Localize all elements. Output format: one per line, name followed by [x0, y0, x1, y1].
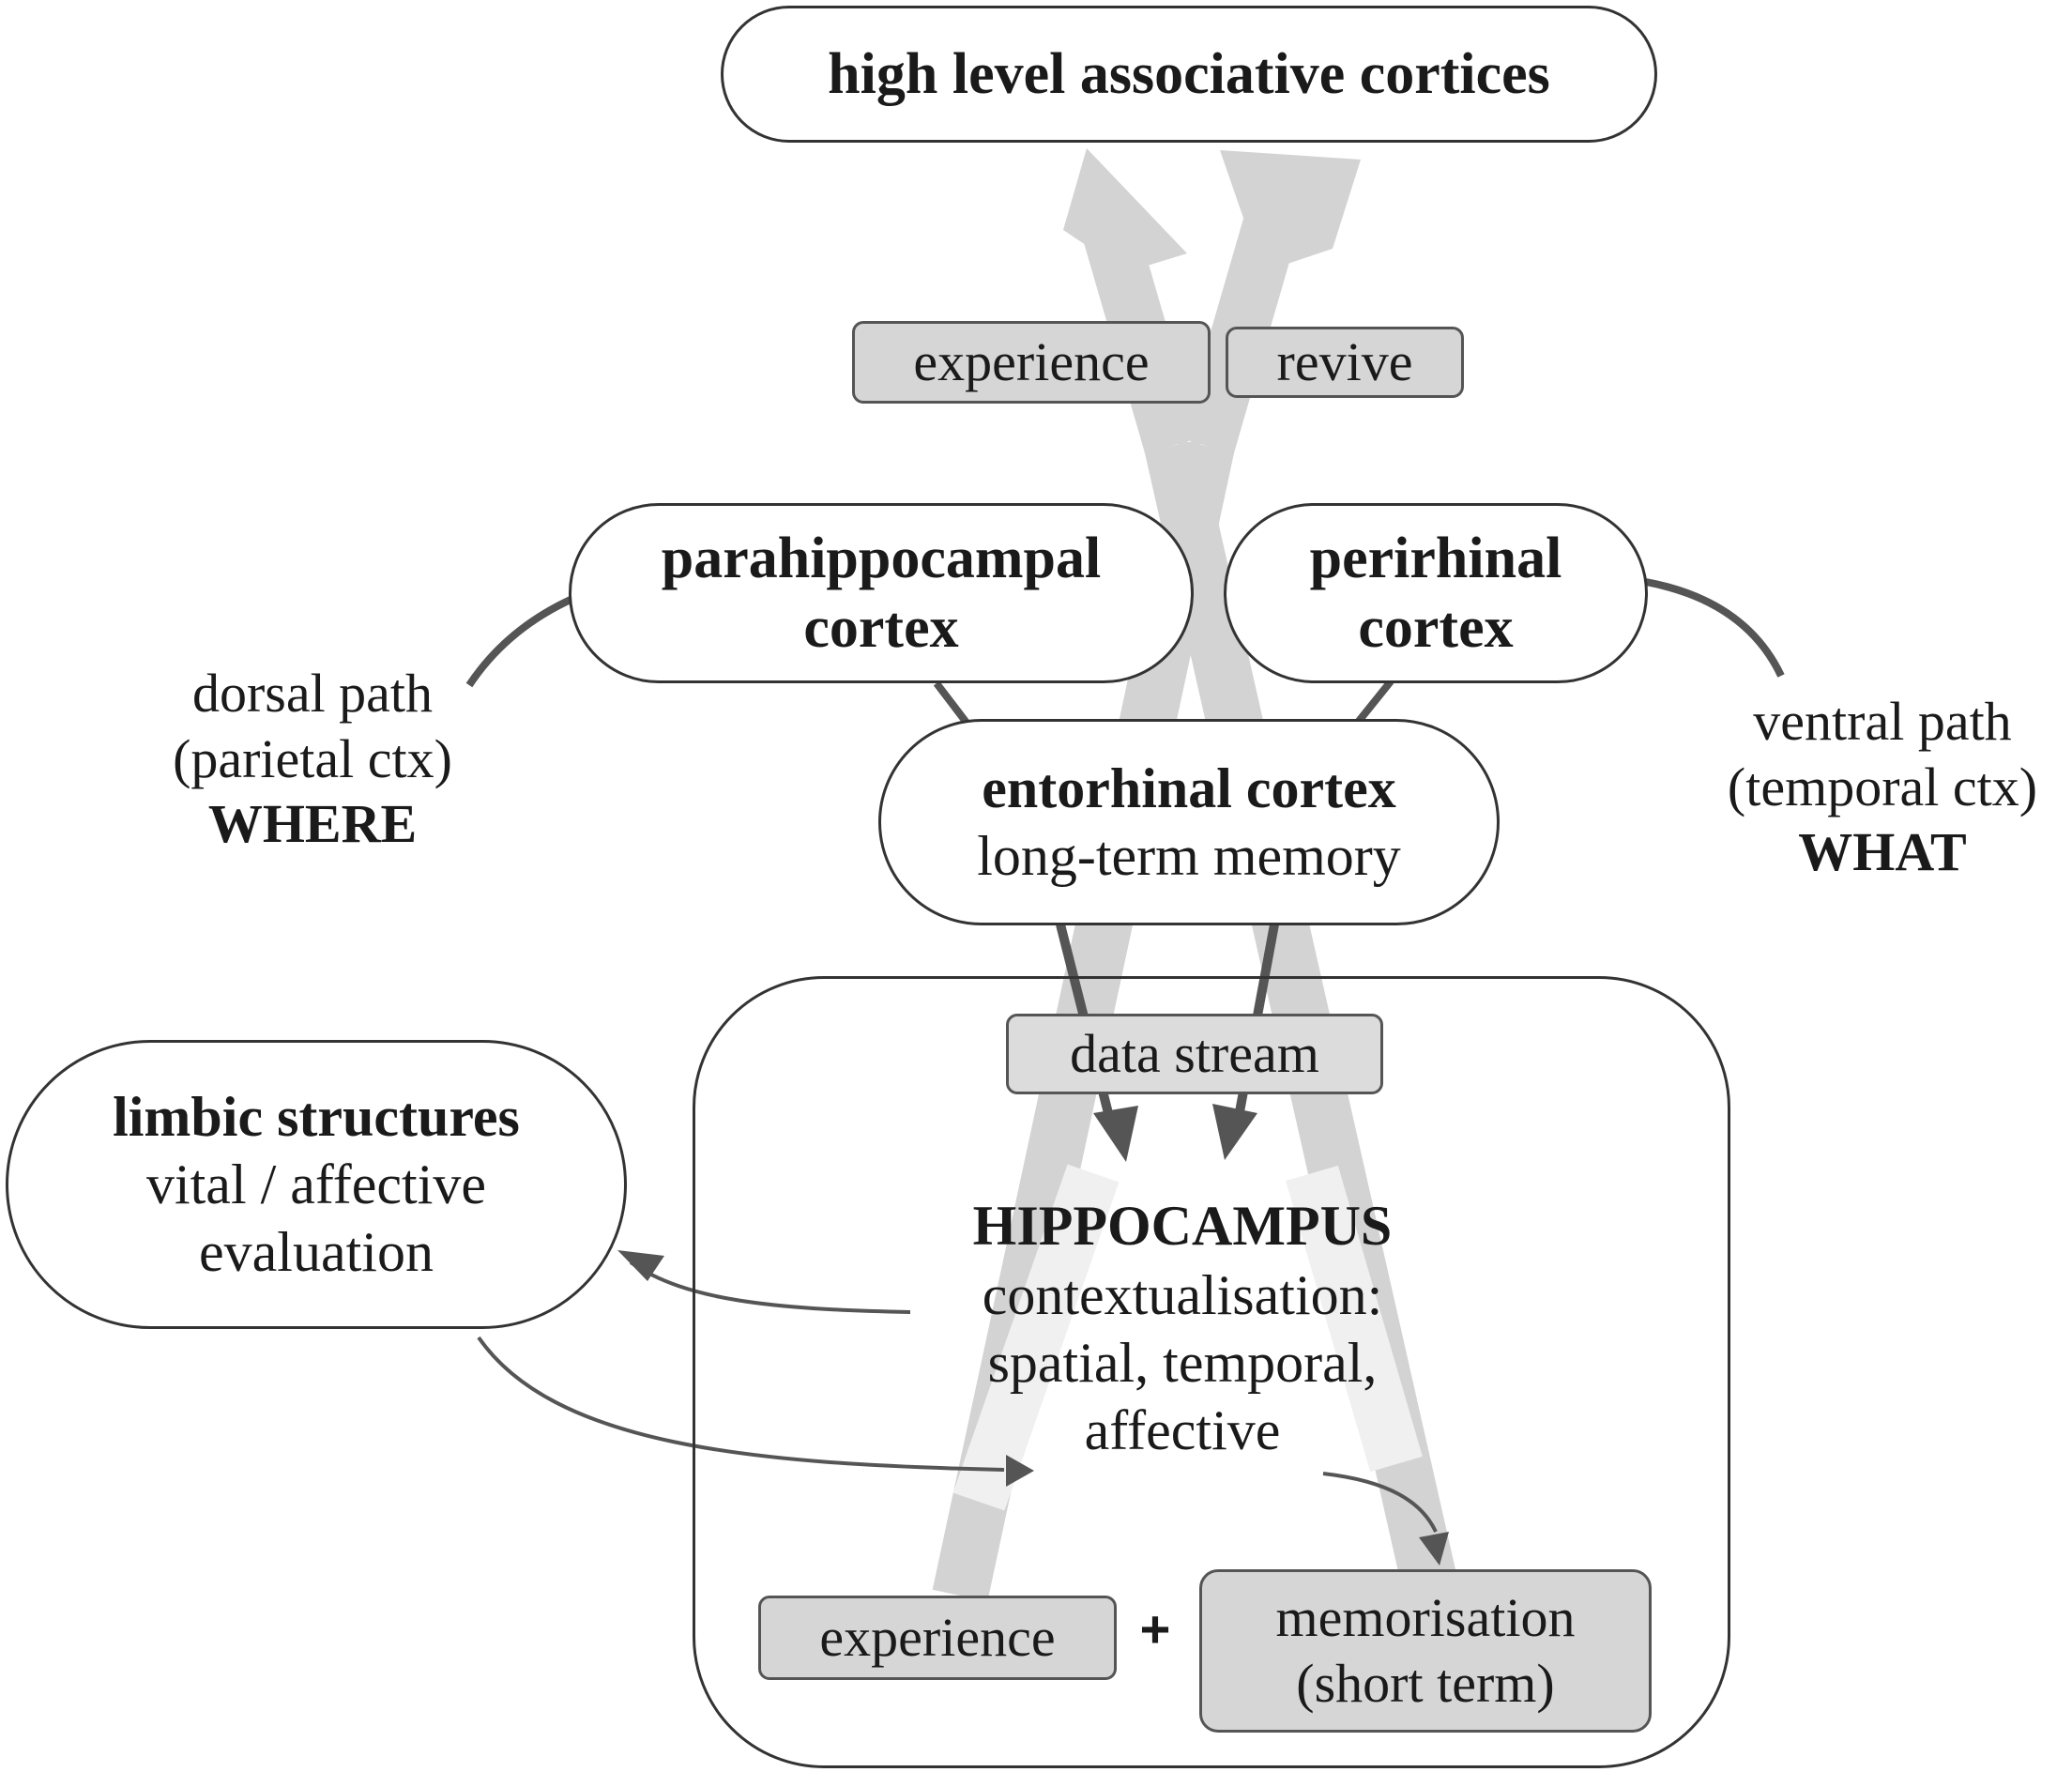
memorisation-line1: memorisation	[1275, 1587, 1576, 1649]
entorhinal-arrowhead-left	[1093, 1106, 1138, 1162]
entorhinal-subtitle: long-term memory	[977, 825, 1401, 887]
limbic-to-affective-arrowhead	[1006, 1455, 1034, 1487]
entorhinal-cortex-box: entorhinal cortex long-term memory	[878, 719, 1500, 925]
ventral-path-connector	[1645, 578, 1785, 678]
plus-sign: +	[1122, 1597, 1188, 1660]
ventral-path-label: ventral path (temporal ctx) WHAT	[1676, 689, 2072, 885]
ventral-line1: ventral path	[1753, 691, 2012, 752]
experience-tag: experience	[852, 321, 1211, 404]
experience-tag-label: experience	[913, 331, 1150, 393]
hippocampus-to-limbic-arrowhead	[617, 1250, 664, 1281]
limbic-structures-box: limbic structures vital / affective eval…	[6, 1040, 627, 1329]
perirhinal-line1: perirhinal	[1309, 526, 1562, 590]
experience-input-tag: experience	[758, 1596, 1117, 1680]
revive-band-light	[1286, 1165, 1423, 1473]
affective-to-memorisation-arrow	[1322, 1472, 1438, 1533]
ventral-line3: WHAT	[1798, 821, 1967, 883]
limbic-title: limbic structures	[113, 1086, 520, 1148]
plus-symbol: +	[1139, 1599, 1171, 1658]
dorsal-line1: dorsal path	[191, 663, 434, 724]
limbic-line2: vital / affective	[145, 1153, 487, 1215]
experience-band-light	[952, 1164, 1120, 1511]
data-stream-label: data stream	[1070, 1023, 1319, 1085]
entorhinal-arrowhead-right	[1212, 1104, 1257, 1160]
perirhinal-line2: cortex	[1358, 596, 1514, 660]
limbic-line3: evaluation	[199, 1221, 434, 1283]
dorsal-line3: WHERE	[207, 793, 418, 855]
dorsal-line2: (parietal ctx)	[173, 727, 452, 789]
hippocampus-title: HIPPOCAMPUS	[972, 1195, 1393, 1257]
hippocampus-line2: spatial, temporal,	[987, 1332, 1378, 1394]
revive-tag-label: revive	[1276, 331, 1413, 393]
perirhinal-cortex-box: perirhinal cortex	[1224, 503, 1648, 683]
dorsal-path-connector	[465, 595, 574, 688]
parahippocampal-line2: cortex	[803, 596, 959, 660]
limbic-to-affective-arrow	[477, 1336, 1005, 1472]
dorsal-path-label: dorsal path (parietal ctx) WHERE	[111, 661, 514, 857]
experience-input-label: experience	[819, 1607, 1056, 1669]
hippocampus-region	[693, 976, 1730, 1768]
hippocampus-line1: contextualisation:	[982, 1264, 1383, 1326]
memorisation-tag: memorisation (short term)	[1199, 1569, 1652, 1733]
memorisation-line2: (short term)	[1296, 1653, 1555, 1714]
hippocampus-text: HIPPOCAMPUS contextualisation: spatial, …	[901, 1192, 1464, 1464]
parahippocampal-to-entorhinal	[933, 680, 970, 726]
affective-to-memorisation-arrowhead	[1419, 1532, 1449, 1566]
experience-band-upper	[1180, 198, 1303, 454]
parahippocampal-line1: parahippocampal	[661, 526, 1102, 590]
ventral-line2: (temporal ctx)	[1727, 756, 2038, 817]
perirhinal-to-entorhinal	[1352, 679, 1394, 727]
parahippocampal-cortex-box: parahippocampal cortex	[569, 503, 1194, 683]
revive-tag: revive	[1226, 327, 1464, 398]
associative-cortices-box: high level associative cortices	[721, 6, 1657, 143]
hippocampus-line3: affective	[1084, 1399, 1281, 1461]
data-stream-tag: data stream	[1006, 1014, 1383, 1094]
associative-cortices-title: high level associative cortices	[828, 41, 1550, 106]
entorhinal-title: entorhinal cortex	[982, 757, 1396, 819]
hippocampus-to-limbic-arrow	[629, 1260, 911, 1314]
